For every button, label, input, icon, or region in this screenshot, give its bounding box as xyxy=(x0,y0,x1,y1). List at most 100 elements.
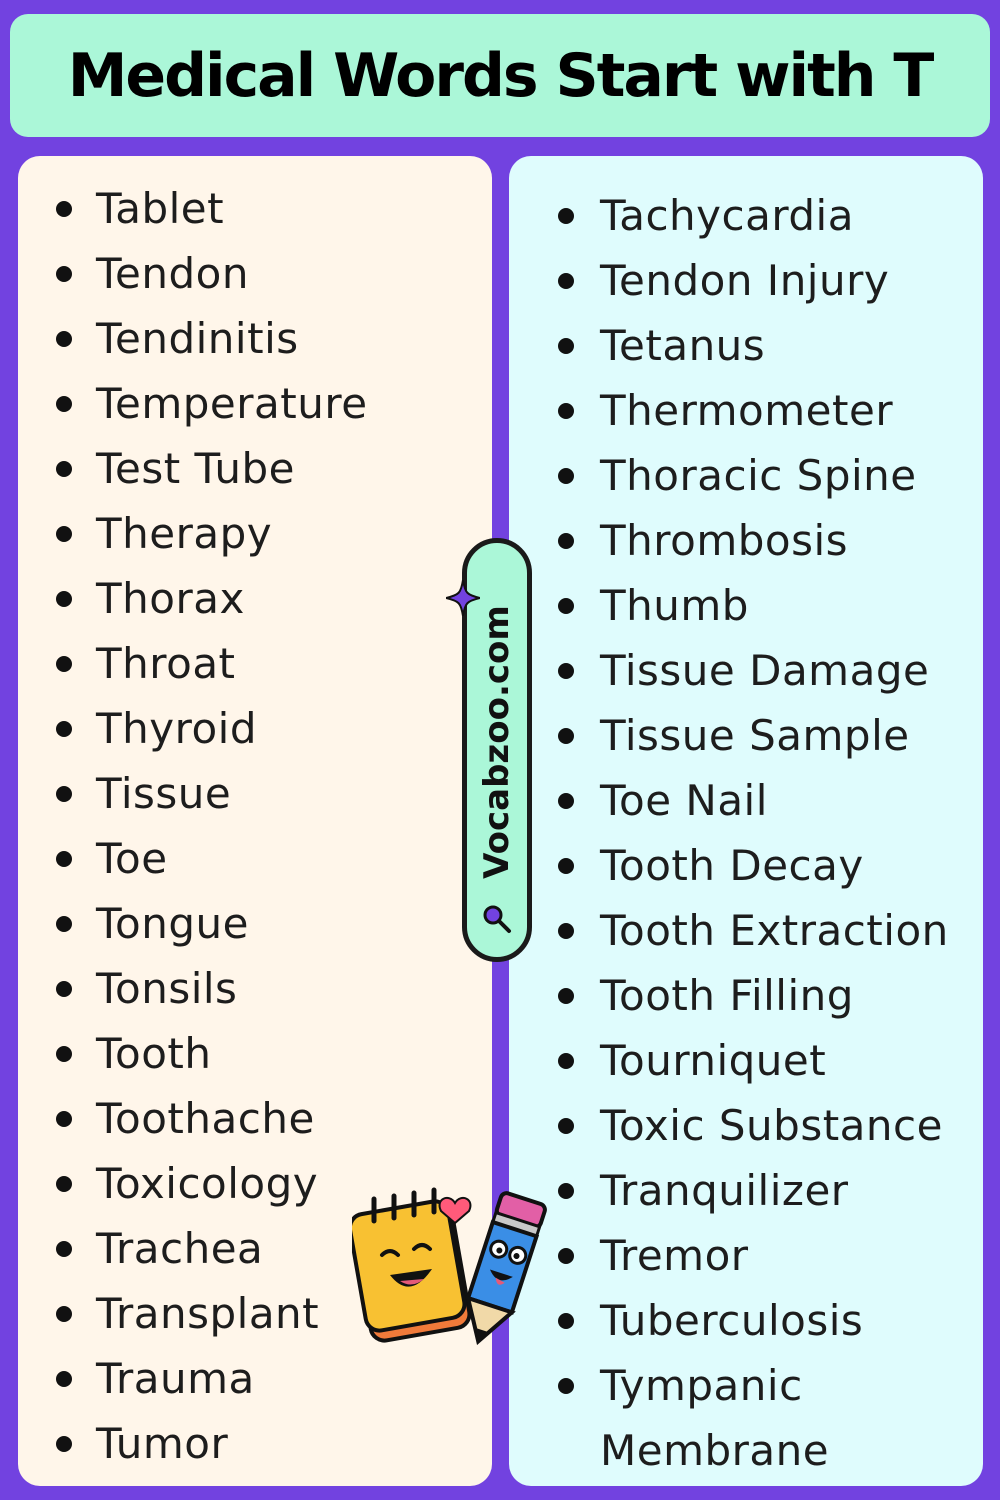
bullet-icon xyxy=(558,728,574,744)
word-item: Tendon Injury xyxy=(509,248,1000,313)
word-text: Tetanus xyxy=(600,321,766,370)
word-text: Toxic Substance xyxy=(600,1101,943,1150)
bullet-icon xyxy=(558,1378,574,1394)
bullet-icon xyxy=(558,468,574,484)
word-item: Tooth Extraction xyxy=(509,898,1000,963)
word-item: Thoracic Spine xyxy=(509,443,1000,508)
word-item: Toe Nail xyxy=(509,768,1000,833)
word-item: Tooth Filling xyxy=(509,963,1000,1028)
word-text: Temperature xyxy=(96,379,368,428)
bullet-icon xyxy=(56,396,72,412)
word-text: Tendinitis xyxy=(96,314,299,363)
word-text: Thorax xyxy=(96,574,245,623)
word-text: Tooth xyxy=(96,1029,212,1078)
word-item: Tooth Decay xyxy=(509,833,1000,898)
word-item: Tongue xyxy=(18,891,368,956)
bullet-icon xyxy=(558,273,574,289)
word-text: Tumor xyxy=(96,1419,229,1468)
word-text: Transplant xyxy=(96,1289,320,1338)
word-text: Thoracic Spine xyxy=(600,451,917,500)
word-item: Toothache xyxy=(18,1086,368,1151)
word-item: Trauma xyxy=(18,1346,368,1411)
word-text: Tremor xyxy=(600,1231,749,1280)
bullet-icon xyxy=(56,1046,72,1062)
word-text: Tympanic Membrane xyxy=(600,1361,830,1475)
word-item: Tachycardia xyxy=(509,183,1000,248)
bullet-icon xyxy=(558,1248,574,1264)
watermark-text: Vocabzoo.com xyxy=(477,604,517,879)
word-text: Tendon xyxy=(96,249,249,298)
mascot-sticker xyxy=(352,1187,547,1345)
bullet-icon xyxy=(56,1436,72,1452)
word-item: Thumb xyxy=(509,573,1000,638)
word-text: Therapy xyxy=(96,509,273,558)
word-text: Tooth Filling xyxy=(600,971,854,1020)
bullet-icon xyxy=(56,851,72,867)
word-item: Tissue xyxy=(18,761,368,826)
word-text: Thumb xyxy=(600,581,749,630)
word-text: Tongue xyxy=(96,899,249,948)
word-text: Tourniquet xyxy=(600,1036,827,1085)
word-text: Tissue Damage xyxy=(600,646,930,695)
word-text: Tablet xyxy=(96,184,225,233)
bullet-icon xyxy=(56,721,72,737)
bullet-icon xyxy=(558,793,574,809)
bullet-icon xyxy=(558,988,574,1004)
word-text: Toe xyxy=(96,834,168,883)
word-item: Thrombosis xyxy=(509,508,1000,573)
word-item: Tonsils xyxy=(18,956,368,1021)
bullet-icon xyxy=(558,533,574,549)
word-item: Toxic Substance xyxy=(509,1093,1000,1158)
word-text: Tendon Injury xyxy=(600,256,890,305)
word-text: Thrombosis xyxy=(600,516,849,565)
notepad-mascot xyxy=(352,1187,472,1343)
word-item: Tissue Sample xyxy=(509,703,1000,768)
word-text: Toe Nail xyxy=(600,776,768,825)
bullet-icon xyxy=(558,1118,574,1134)
word-text: Tissue xyxy=(96,769,232,818)
word-text: Tissue Sample xyxy=(600,711,910,760)
word-item: Tablet xyxy=(18,176,368,241)
bullet-icon xyxy=(56,266,72,282)
word-item: Throat xyxy=(18,631,368,696)
word-item: Tendon xyxy=(18,241,368,306)
word-item: Tuberculosis xyxy=(509,1288,1000,1353)
word-item: Toxicology xyxy=(18,1151,368,1216)
word-text: Tonsils xyxy=(96,964,238,1013)
word-item: Thorax xyxy=(18,566,368,631)
word-item: Tourniquet xyxy=(509,1028,1000,1093)
word-text: Trauma xyxy=(96,1354,255,1403)
word-text: Toothache xyxy=(96,1094,315,1143)
bullet-icon xyxy=(558,663,574,679)
word-text: Thermometer xyxy=(600,386,894,435)
bullet-icon xyxy=(558,1053,574,1069)
bullet-icon xyxy=(56,1371,72,1387)
word-item: Test Tube xyxy=(18,436,368,501)
word-item: Tissue Damage xyxy=(509,638,1000,703)
word-item: Thyroid xyxy=(18,696,368,761)
bullet-icon xyxy=(56,981,72,997)
bullet-icon xyxy=(56,1241,72,1257)
bullet-icon xyxy=(56,201,72,217)
bullet-icon xyxy=(558,338,574,354)
word-item: Tetanus xyxy=(509,313,1000,378)
word-item: Tranquilizer xyxy=(509,1158,1000,1223)
word-text: Trachea xyxy=(96,1224,264,1273)
word-text: Tooth Decay xyxy=(600,841,864,890)
bullet-icon xyxy=(56,526,72,542)
bullet-icon xyxy=(56,1306,72,1322)
watermark-badge: Vocabzoo.com xyxy=(462,538,532,962)
bullet-icon xyxy=(56,1111,72,1127)
word-item: Thermometer xyxy=(509,378,1000,443)
word-text: Toxicology xyxy=(96,1159,319,1208)
word-item: Temperature xyxy=(18,371,368,436)
bullet-icon xyxy=(56,916,72,932)
search-icon xyxy=(483,905,511,933)
title-banner: Medical Words Start with T xyxy=(10,14,990,137)
pencil-mascot xyxy=(465,1191,547,1345)
bullet-icon xyxy=(56,1176,72,1192)
word-item: Tumor xyxy=(18,1411,368,1476)
